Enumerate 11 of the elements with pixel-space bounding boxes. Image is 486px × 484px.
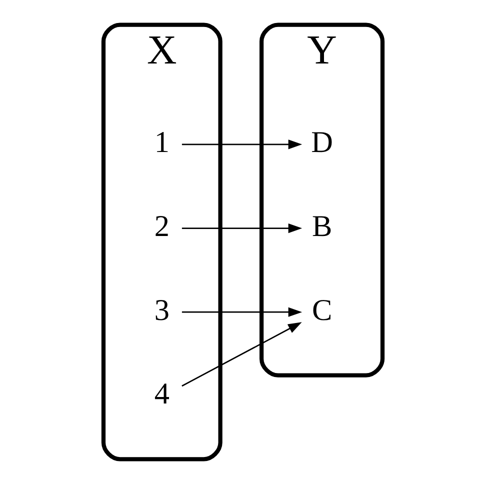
node-text: 2 [154, 208, 170, 243]
node-text: 4 [154, 376, 170, 411]
node-text: D [311, 125, 333, 160]
arrow [182, 322, 302, 387]
node-text: B [312, 208, 332, 243]
node-text: 1 [154, 125, 170, 160]
node-text: 3 [154, 292, 170, 327]
node-text: C [312, 292, 332, 327]
arrow [182, 307, 302, 317]
arrow [182, 223, 302, 234]
arrow [182, 140, 302, 150]
